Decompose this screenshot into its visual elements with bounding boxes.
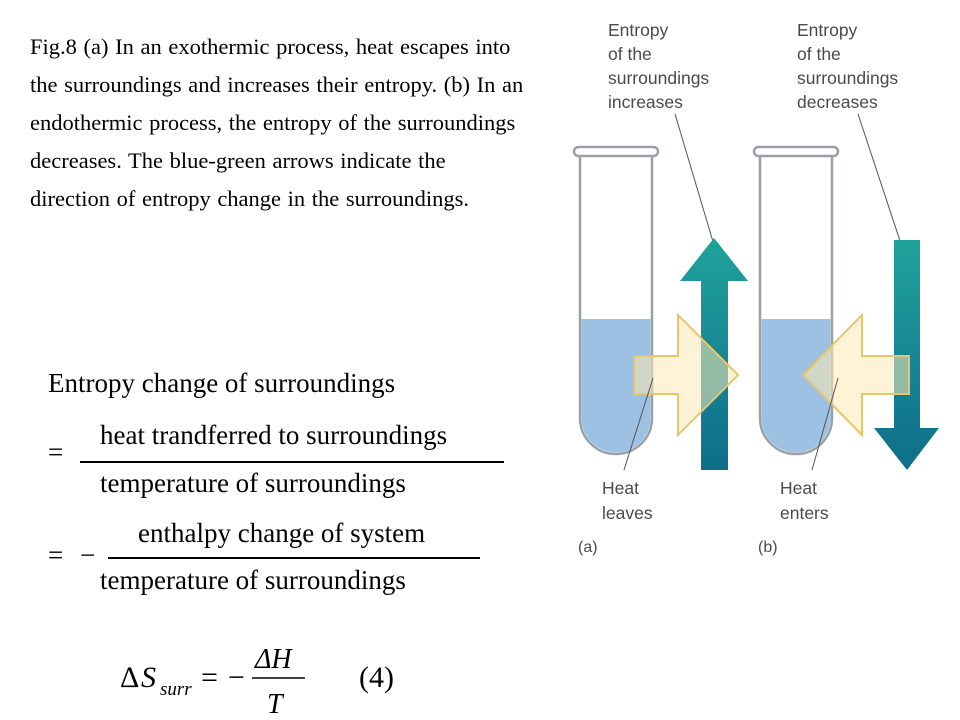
- liquid-a: [581, 319, 651, 453]
- figure-caption: Fig.8 (a) In an exothermic process, heat…: [30, 34, 524, 211]
- leader-line-b-top: [857, 113, 908, 263]
- equation-lhs: Entropy change of surroundings: [48, 368, 396, 398]
- formula-minus: −: [228, 661, 245, 694]
- svg-text:enters: enters: [780, 503, 829, 523]
- equation-equals-2: =: [48, 540, 64, 570]
- svg-text:of the: of the: [608, 44, 652, 64]
- svg-text:decreases: decreases: [797, 92, 878, 112]
- svg-text:Heat: Heat: [602, 478, 639, 498]
- svg-text:Entropy: Entropy: [608, 20, 669, 40]
- formula-delta: Δ: [120, 661, 139, 694]
- panel-label-a: (a): [578, 539, 598, 556]
- svg-text:increases: increases: [608, 92, 683, 112]
- tube-rim-b: [752, 145, 840, 158]
- test-tube-a: [572, 145, 660, 456]
- fraction2-bar: [108, 557, 480, 559]
- svg-text:surroundings: surroundings: [797, 68, 898, 88]
- heat-in-arrow: [801, 312, 910, 438]
- svg-text:leaves: leaves: [602, 503, 653, 523]
- svg-text:Entropy: Entropy: [797, 20, 858, 40]
- leader-line-a-top: [674, 113, 715, 246]
- entropy-diagram: Entropy of the surroundings increases En…: [572, 20, 939, 556]
- equation-minus: −: [80, 540, 96, 570]
- label-heat-enters: Heat enters: [780, 478, 829, 523]
- leader-line-b-bottom: [811, 377, 839, 471]
- fraction1-denominator: temperature of surroundings: [100, 468, 406, 498]
- formula-subscript: surr: [160, 679, 192, 700]
- formula-numerator: ΔH: [254, 644, 293, 675]
- tube-rim-a: [572, 145, 660, 158]
- heat-out-arrow: [633, 312, 740, 438]
- entropy-formula: Δ S surr = − ΔH T (4): [120, 644, 394, 720]
- fraction2-denominator: temperature of surroundings: [100, 565, 406, 595]
- svg-text:Heat: Heat: [780, 478, 817, 498]
- label-heat-leaves: Heat leaves: [602, 478, 653, 523]
- formula-S: S: [141, 661, 156, 694]
- svg-text:surroundings: surroundings: [608, 68, 709, 88]
- svg-text:of the: of the: [797, 44, 841, 64]
- label-entropy-decreases: Entropy of the surroundings decreases: [797, 20, 898, 112]
- panel-label-b: (b): [758, 539, 778, 556]
- liquid-b: [761, 319, 831, 453]
- leader-line-a-bottom: [623, 377, 654, 471]
- fraction1-bar: [80, 461, 504, 463]
- formula-equals: =: [201, 661, 218, 694]
- formula-denominator: T: [267, 689, 285, 720]
- label-entropy-increases: Entropy of the surroundings increases: [608, 20, 709, 112]
- equation-equals-1: =: [48, 437, 64, 467]
- test-tube-b: [752, 145, 840, 456]
- fraction2-numerator: enthalpy change of system: [138, 518, 426, 548]
- equation-number: (4): [359, 661, 394, 694]
- fraction1-numerator: heat trandferred to surroundings: [100, 420, 448, 450]
